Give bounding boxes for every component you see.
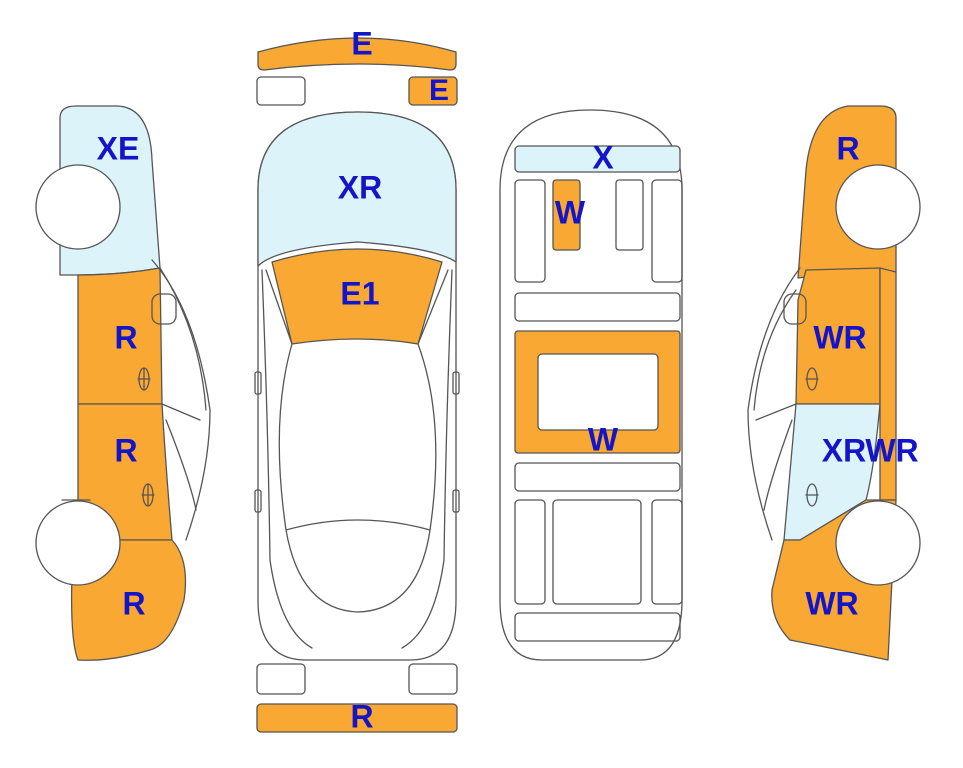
interior-floor-inner — [537, 353, 659, 431]
interior-seat-panel[interactable] — [552, 179, 581, 251]
label-windshield: XR — [338, 169, 382, 205]
label-hood: E1 — [340, 275, 379, 311]
front-bumper-panel[interactable] — [257, 37, 457, 71]
front-left-light-panel[interactable] — [256, 76, 306, 106]
hood-panel[interactable] — [271, 248, 443, 345]
interior-view: X W W — [499, 109, 683, 661]
label-interior-front-glass: X — [592, 139, 614, 175]
label-right-rear-quarter: WR — [805, 585, 858, 621]
label-interior-seat: W — [555, 194, 586, 230]
label-left-front-door: R — [114, 319, 137, 355]
interior-front-glass-panel[interactable] — [514, 145, 681, 173]
left-front-wheel — [35, 164, 121, 250]
right-rear-wheel — [835, 500, 921, 586]
rear-right-light-panel[interactable] — [408, 663, 458, 695]
label-left-front: XE — [97, 130, 140, 166]
windshield-panel[interactable] — [257, 111, 457, 267]
label-front-right-light: E — [429, 74, 449, 107]
label-right-rear-door-b: WR — [865, 432, 918, 468]
label-right-rear-door-a: XR — [822, 432, 866, 468]
label-right-front-door: WR — [813, 319, 866, 355]
label-left-rear-door: R — [114, 432, 137, 468]
label-rear-bumper: R — [350, 698, 373, 734]
label-left-rear-quarter: R — [122, 585, 145, 621]
rear-left-light-panel[interactable] — [256, 663, 306, 695]
top-view: E E XR E1 R — [254, 25, 460, 734]
label-right-front: R — [836, 130, 859, 166]
left-rear-wheel — [35, 500, 121, 586]
right-side-view: R WR XR WR WR — [747, 105, 921, 661]
label-front-bumper: E — [351, 25, 372, 61]
label-interior-floor: W — [588, 421, 619, 457]
front-right-light-panel[interactable] — [408, 76, 458, 106]
left-side-view: XE R R R — [35, 105, 211, 661]
rear-bumper-panel[interactable] — [256, 703, 458, 733]
right-front-wheel — [835, 164, 921, 250]
